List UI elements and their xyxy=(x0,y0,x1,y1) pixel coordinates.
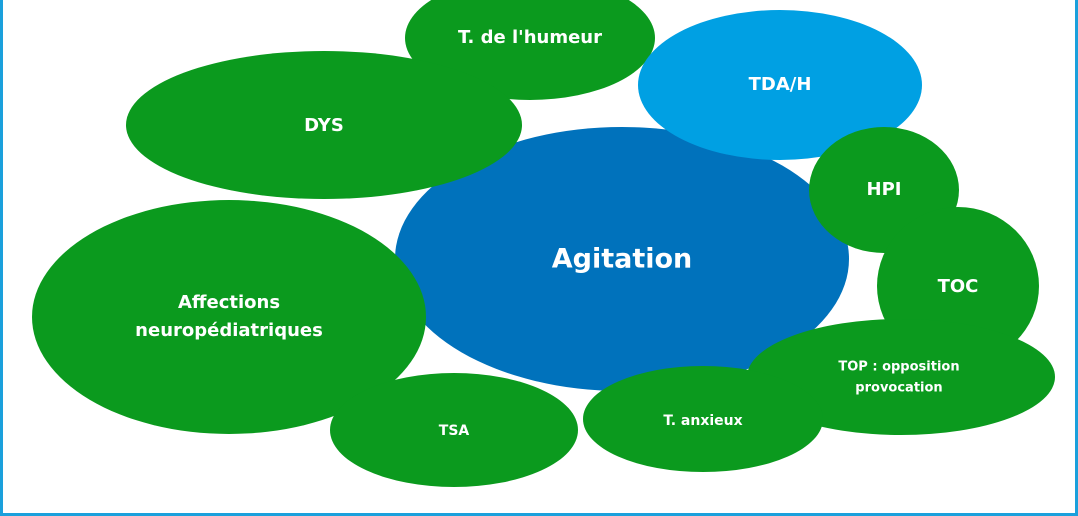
label-hpi: HPI xyxy=(867,179,902,200)
label-tsa: TSA xyxy=(439,423,470,439)
bubble-top xyxy=(747,319,1055,435)
label-top-line1: TOP : opposition xyxy=(838,360,959,375)
bubble-agitation xyxy=(395,127,849,391)
label-tdah: TDA/H xyxy=(749,74,812,95)
label-humeur: T. de l'humeur xyxy=(458,27,602,48)
bubble-dys xyxy=(126,51,522,199)
bubble-anxieux xyxy=(583,366,823,472)
label-top-line2: provocation xyxy=(855,381,942,396)
bubble-affections xyxy=(32,200,426,434)
bubble-tdah xyxy=(638,10,922,160)
bubble-tsa xyxy=(330,373,578,487)
label-affections-line1: Affections xyxy=(178,292,280,313)
label-agitation: Agitation xyxy=(552,244,693,275)
label-toc: TOC xyxy=(938,276,979,297)
bubble-diagram: Agitation T. de l'humeur TDA/H DYS HPI T… xyxy=(32,0,1055,487)
label-anxieux: T. anxieux xyxy=(663,413,742,429)
label-dys: DYS xyxy=(304,115,344,136)
label-affections-line2: neuropédiatriques xyxy=(135,320,323,341)
